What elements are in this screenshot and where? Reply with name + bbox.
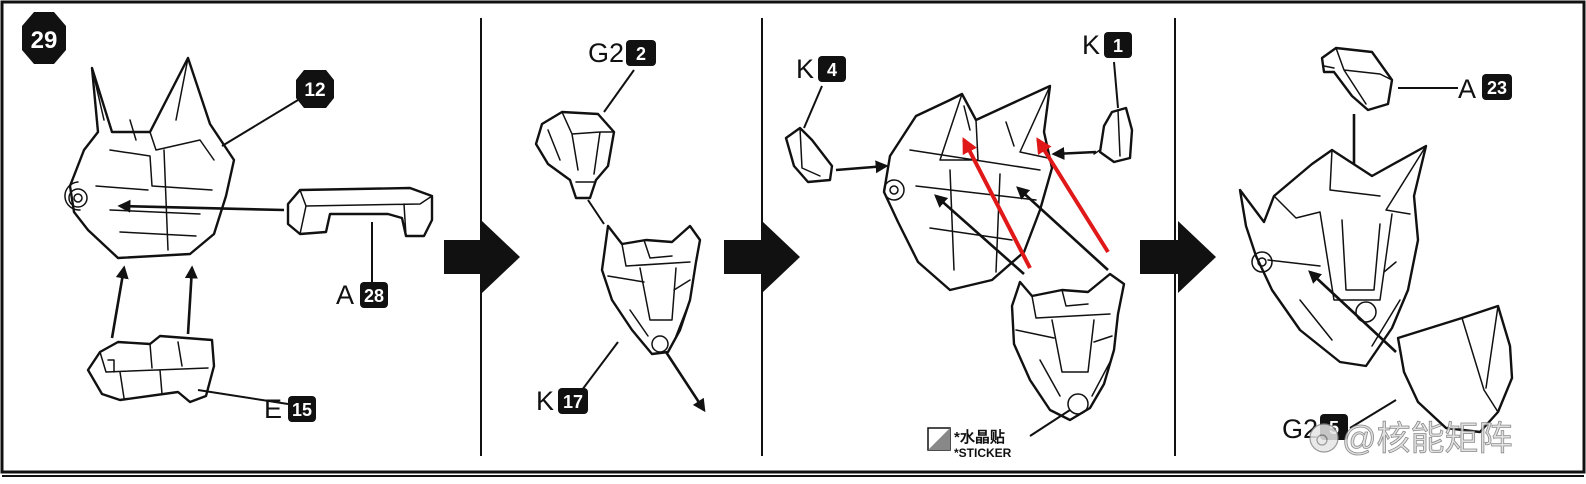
part-k1	[1093, 106, 1134, 164]
part-g2-5	[1396, 304, 1514, 434]
label-letter: K	[536, 386, 554, 416]
part-g2-2	[534, 110, 616, 200]
watermark-text: @核能矩阵	[1342, 420, 1513, 458]
step-arrow-icon	[1140, 221, 1216, 293]
sheet-frame	[0, 0, 1586, 474]
label-number: 1	[1113, 36, 1123, 56]
label-letter: G2	[588, 38, 624, 68]
step-number-badge: 29	[22, 12, 66, 64]
label-e15: E 15	[264, 394, 316, 424]
sticker-text-cn: *水晶贴	[954, 428, 1005, 446]
watermark: @核能矩阵	[1309, 420, 1513, 458]
label-letter: A	[336, 280, 354, 310]
label-number-box	[558, 388, 588, 414]
step-number: 29	[31, 27, 58, 54]
part-e15	[86, 334, 216, 404]
label-k1: K 1	[1082, 30, 1132, 60]
part-a28	[286, 186, 434, 238]
label-number-box	[288, 396, 316, 422]
panel-3: K 4 K 1	[784, 30, 1134, 460]
head-assembly	[64, 56, 236, 260]
label-number: 23	[1487, 78, 1507, 98]
face-part	[1010, 272, 1126, 422]
callout-badge: 12	[296, 70, 334, 108]
label-k17: K 17	[536, 386, 588, 416]
part-a23	[1320, 46, 1394, 112]
label-a28: A 28	[336, 280, 388, 310]
label-number-box	[360, 282, 388, 308]
label-number: 15	[292, 400, 312, 420]
head-assembly	[882, 84, 1054, 292]
label-letter: E	[264, 394, 282, 424]
weibo-logo-icon	[1309, 423, 1339, 453]
label-number: 2	[636, 44, 646, 64]
step-arrow-icon	[444, 221, 520, 293]
label-letter: K	[1082, 30, 1100, 60]
callout-number: 12	[304, 80, 325, 101]
label-a23: A 23	[1458, 74, 1512, 104]
sticker-text-en: *STICKER	[954, 446, 1012, 460]
label-letter: K	[796, 54, 814, 84]
panel-4: A 23 G2 5 @核能矩阵	[1238, 46, 1514, 458]
panel-2: G2 2 K 17	[534, 38, 706, 416]
label-number-box	[626, 40, 656, 66]
label-letter: A	[1458, 74, 1476, 104]
sticker-note: *水晶贴 *STICKER	[927, 427, 1012, 460]
part-k17	[600, 224, 702, 356]
label-g2-2: G2 2	[588, 38, 656, 68]
step-arrow-icon	[724, 221, 800, 293]
label-number-box	[1104, 32, 1132, 58]
label-number: 28	[364, 286, 384, 306]
label-number: 17	[563, 392, 583, 412]
label-k4: K 4	[796, 54, 846, 84]
part-k4	[784, 126, 834, 184]
label-number-box	[818, 56, 846, 82]
head-assembly	[1238, 144, 1428, 368]
label-number: 4	[827, 60, 837, 80]
label-number-box	[1482, 74, 1512, 100]
panel-1: 12 A 28 E 15	[64, 56, 434, 424]
